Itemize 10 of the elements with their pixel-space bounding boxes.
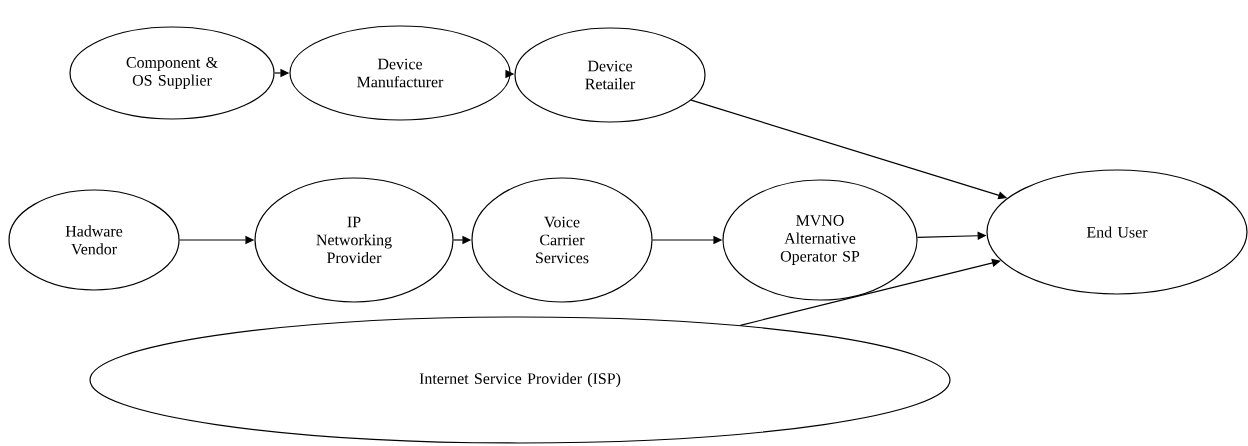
ellipse-node: Component & OS Supplier	[69, 26, 275, 120]
arrow	[739, 258, 1001, 326]
ellipse-node: Internet Service Provider (ISP)	[89, 316, 951, 444]
ellipse-node: Device Retailer	[514, 27, 706, 123]
ellipse-node: Hadware Vendor	[8, 189, 180, 291]
ellipse-node: IP Networking Provider	[254, 177, 454, 303]
ellipse-node: End User	[986, 169, 1248, 295]
ellipse-node: MVNO Alternative Operator SP	[722, 179, 918, 301]
ellipse-node: Device Manufacturer	[289, 25, 511, 121]
ellipse-node: Voice Carrier Services	[471, 177, 653, 303]
